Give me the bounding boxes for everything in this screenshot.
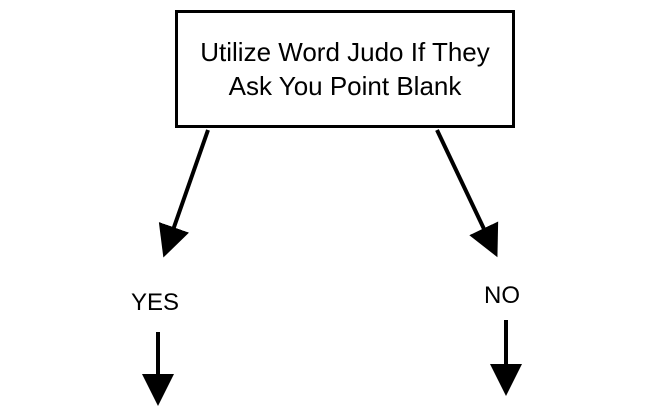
question-line-1: Utilize Word Judo If They <box>200 37 490 67</box>
question-line-2: Ask You Point Blank <box>228 71 462 101</box>
arrow-to-yes <box>158 129 210 258</box>
question-box: Utilize Word Judo If They Ask You Point … <box>175 10 515 128</box>
arrow-to-no <box>435 129 499 258</box>
no-label: NO <box>484 282 520 309</box>
yes-label: YES <box>131 289 180 316</box>
